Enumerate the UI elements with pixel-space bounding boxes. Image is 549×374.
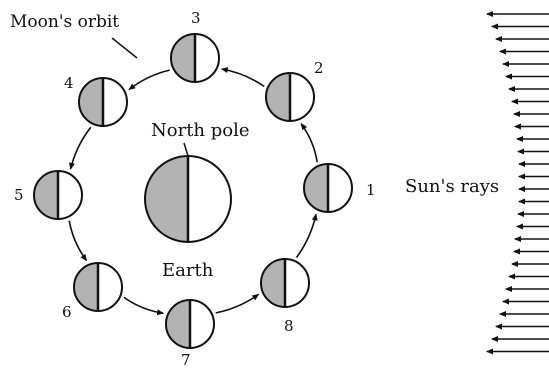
moon-position-label: 7 [181, 351, 191, 369]
moon-dark-half [34, 171, 58, 219]
moon-dark-half [166, 300, 190, 348]
earth-dark-half [145, 156, 188, 242]
orbit-arrow [69, 126, 92, 170]
moon [33, 170, 83, 220]
moon-position-label: 3 [191, 9, 201, 27]
moon-dark-half [79, 78, 103, 126]
moon-position-label: 2 [314, 59, 324, 77]
moon-position-label: 8 [284, 317, 294, 335]
moon-position-label: 5 [14, 186, 24, 204]
moon [78, 77, 128, 127]
earth [144, 155, 232, 243]
orbit-arrow [68, 220, 88, 262]
moon [170, 33, 220, 83]
moon [260, 258, 310, 308]
earth-label: Earth [162, 260, 214, 281]
orbit-arrow [295, 213, 318, 258]
moon-position-label: 1 [366, 181, 376, 199]
north-pole-pointer [183, 142, 189, 157]
moon-orbit-pointer [111, 37, 138, 59]
moon-dark-half [266, 73, 290, 121]
sun-rays-label: Sun's rays [405, 176, 500, 197]
orbit-arrow [300, 122, 318, 163]
orbit-arrow [220, 67, 265, 88]
moon-orbit-label: Moon's orbit [10, 12, 120, 32]
moon [73, 262, 123, 312]
sun-rays [486, 11, 549, 355]
moon-position-label: 6 [62, 303, 72, 321]
moon-dark-half [171, 34, 195, 82]
moon [303, 163, 353, 213]
moon [265, 72, 315, 122]
moon-position-label: 4 [64, 74, 74, 92]
moon-dark-half [261, 259, 285, 307]
orbit-arrow [215, 293, 260, 314]
orbit-arrow [128, 69, 170, 91]
moon-group [33, 33, 353, 349]
moon [165, 299, 215, 349]
orbit-arrow [123, 296, 165, 316]
north-pole-label: North pole [151, 120, 250, 141]
moon-dark-half [74, 263, 98, 311]
orbit-arrows [68, 67, 318, 316]
moon-dark-half [304, 164, 328, 212]
